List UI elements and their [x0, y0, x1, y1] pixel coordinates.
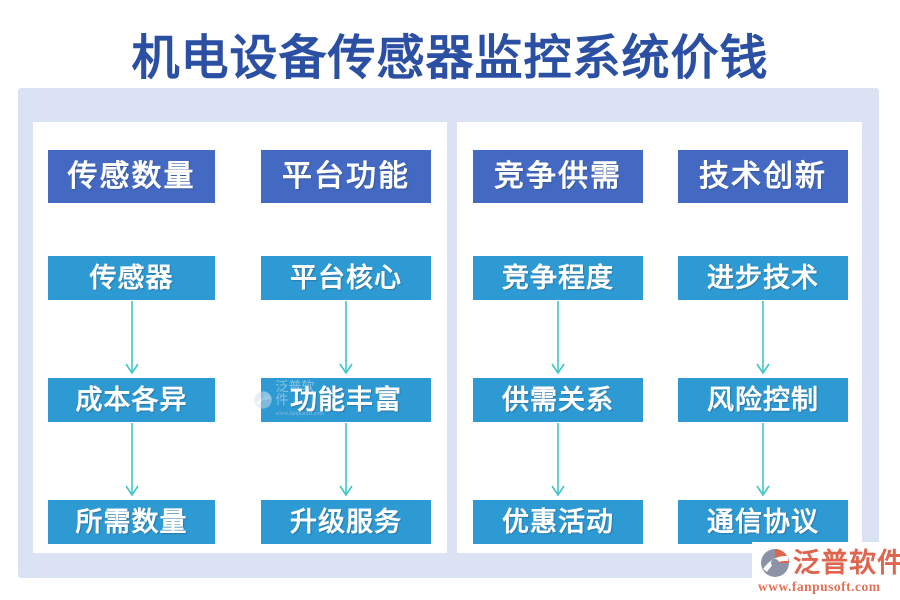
down-arrow-icon: [756, 423, 770, 497]
flow-box: 通信协议: [678, 500, 848, 544]
logo-url-text: www.fanpusoft.com: [758, 579, 881, 594]
fanpusoft-logo: 泛普软件 www.fanpusoft.com: [752, 542, 900, 600]
column-header: 平台功能: [261, 150, 431, 203]
down-arrow-icon: [124, 301, 139, 375]
flow-box: 进步技术: [678, 256, 848, 300]
flow-box: 竞争程度: [473, 256, 643, 300]
column-platform-function: 平台功能 平台核心 功能丰富 升级服务: [261, 0, 431, 600]
flow-box: 升级服务: [261, 500, 431, 544]
flow-box: 优惠活动: [473, 500, 643, 544]
flow-box: 所需数量: [48, 500, 215, 544]
flow-box: 功能丰富: [261, 378, 431, 422]
down-arrow-icon: [551, 423, 565, 497]
column-header: 竞争供需: [473, 150, 643, 203]
flow-box: 风险控制: [678, 378, 848, 422]
logo-brand-text: 泛普软件: [793, 548, 900, 578]
column-tech-innovation: 技术创新 进步技术 风险控制 通信协议: [678, 0, 848, 600]
column-header: 传感数量: [48, 150, 215, 203]
down-arrow-icon: [756, 301, 770, 375]
column-header: 技术创新: [678, 150, 848, 203]
flow-box: 供需关系: [473, 378, 643, 422]
flow-box: 成本各异: [48, 378, 215, 422]
down-arrow-icon: [124, 423, 139, 497]
down-arrow-icon: [339, 423, 353, 497]
column-sensor-quantity: 传感数量 传感器 成本各异 所需数量: [48, 0, 215, 600]
column-competition-supply: 竞争供需 竞争程度 供需关系 优惠活动: [473, 0, 643, 600]
down-arrow-icon: [551, 301, 565, 375]
fanpusoft-logo-icon: [761, 549, 789, 577]
down-arrow-icon: [339, 301, 353, 375]
flow-box: 传感器: [48, 256, 215, 300]
page-title: 机电设备传感器监控系统价钱: [131, 32, 769, 85]
flow-box: 平台核心: [261, 256, 431, 300]
